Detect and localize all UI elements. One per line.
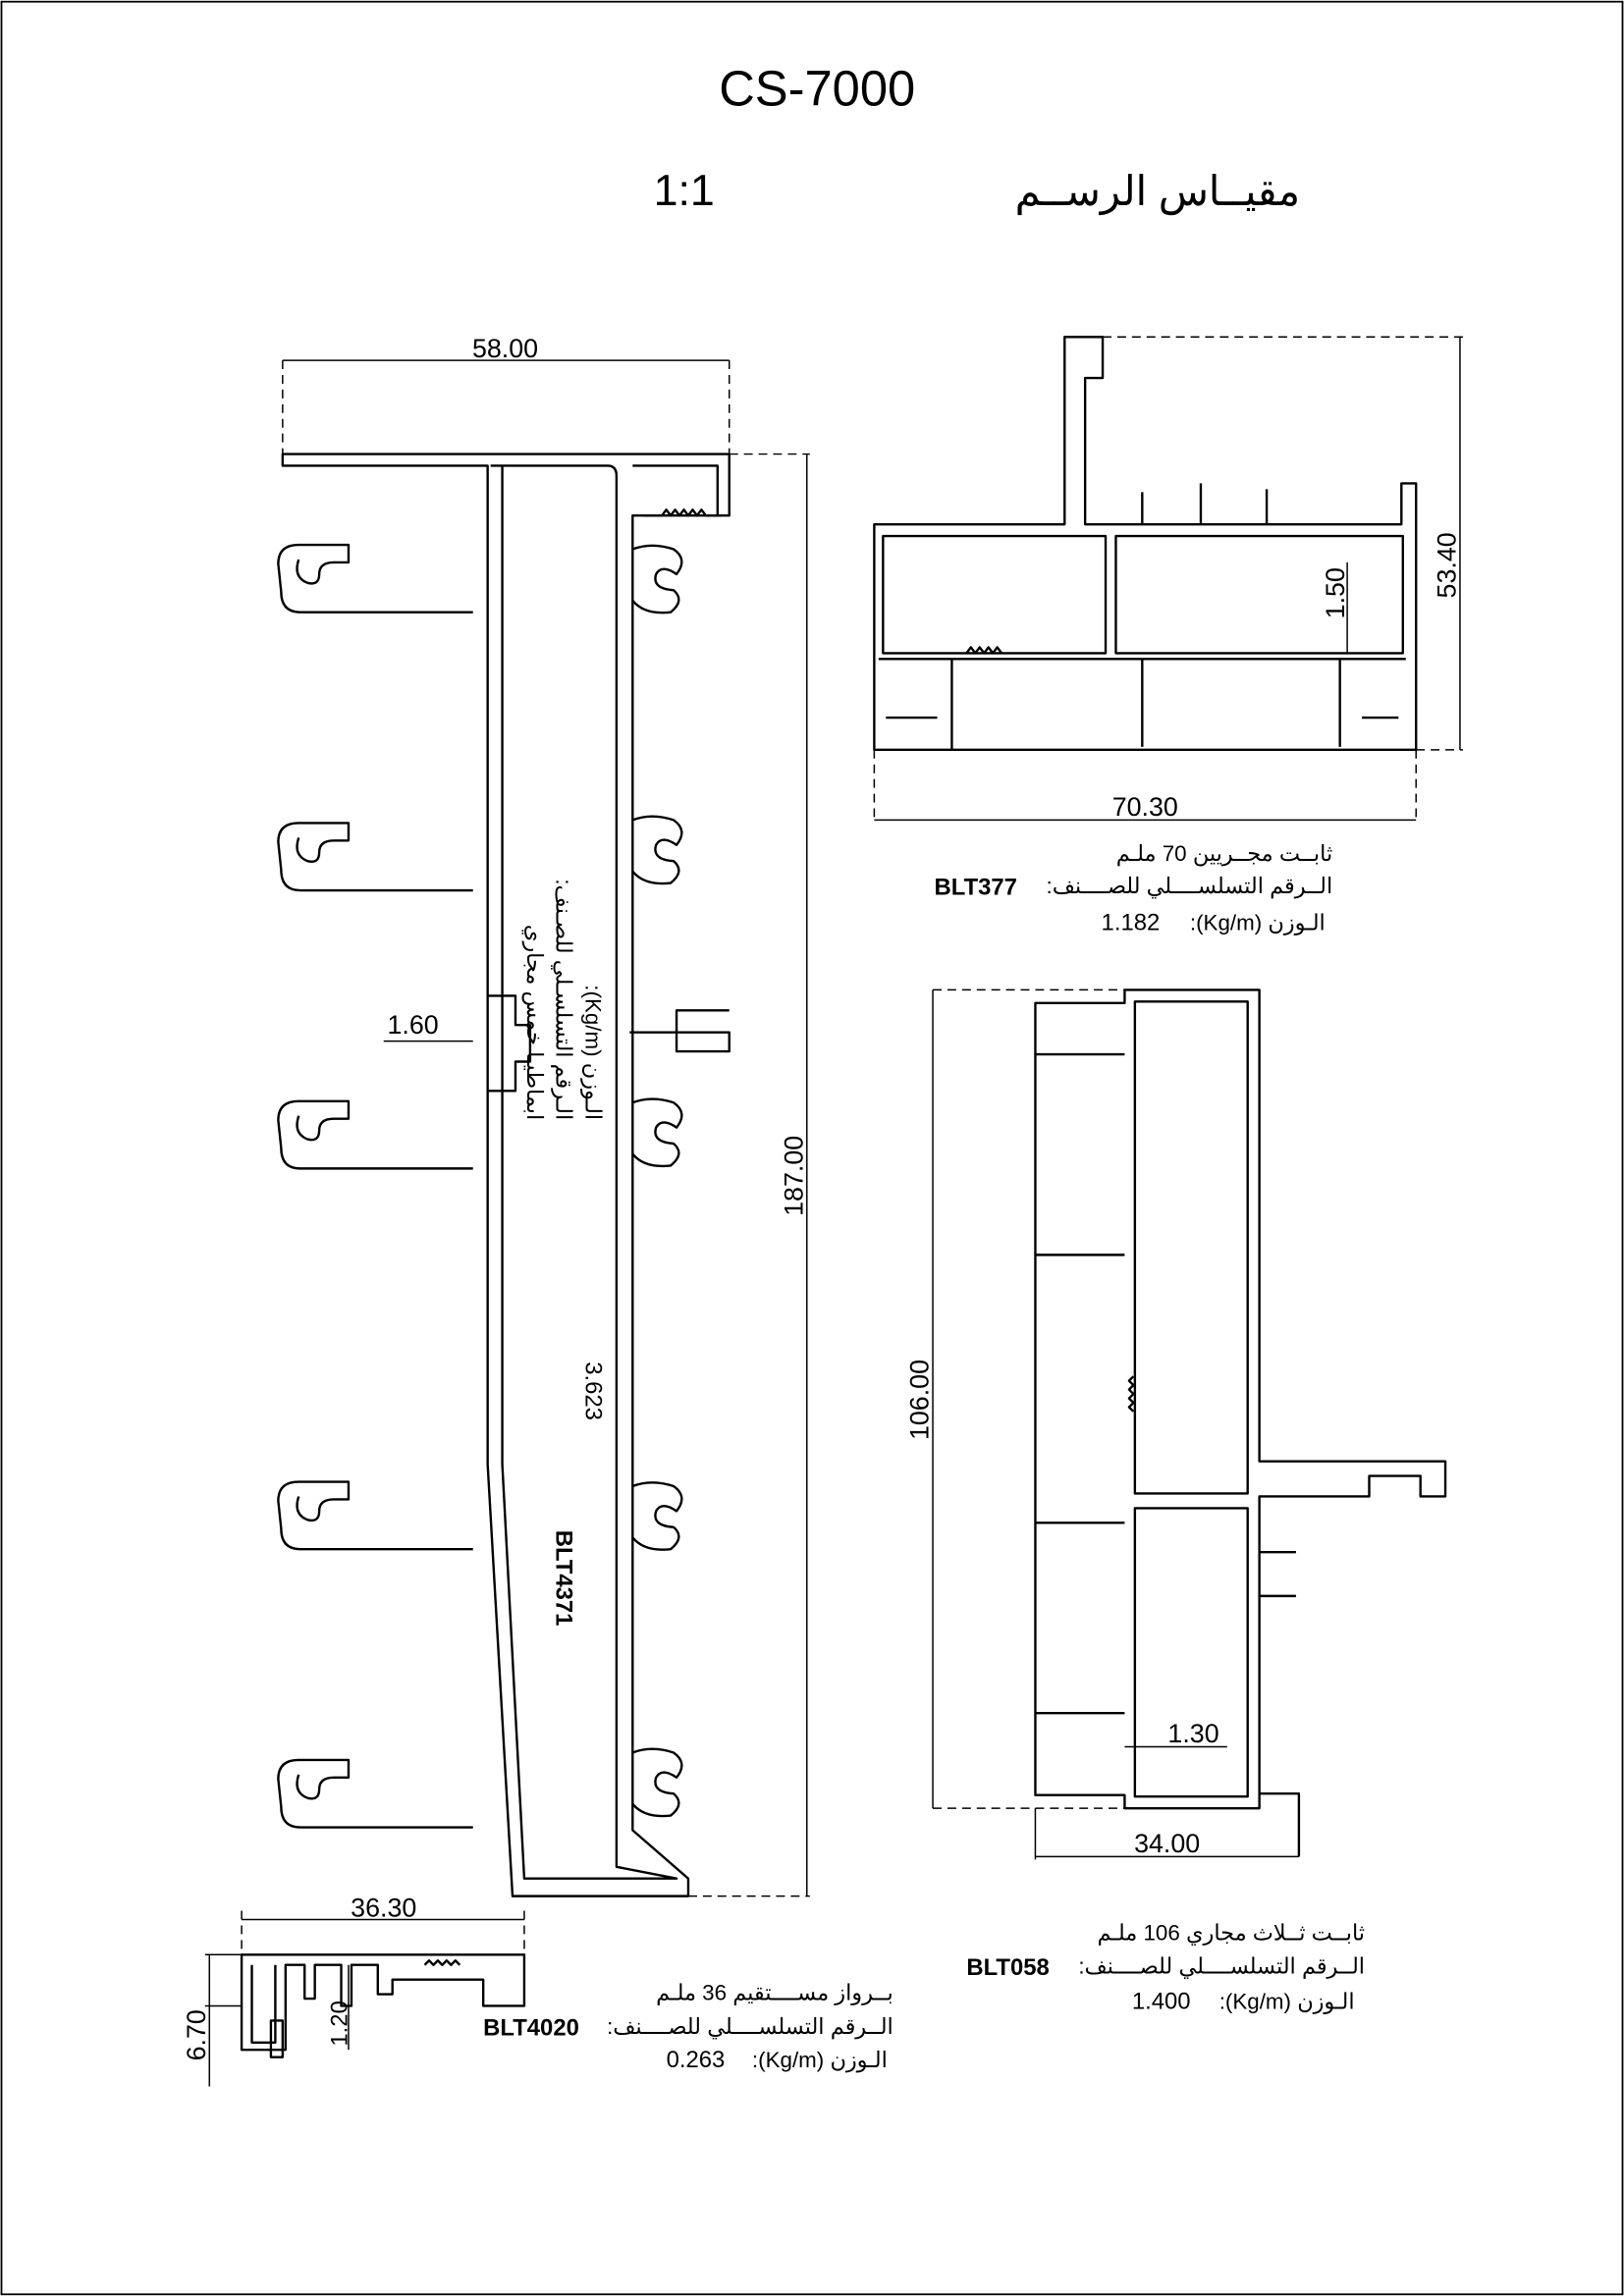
serial-label: الــرقم التسلســــلي للصــــنف: (1047, 874, 1333, 899)
serial-code: BLT377 (935, 874, 1017, 900)
dim-blt4020-height: 6.70 (182, 2009, 211, 2060)
dim-blt4371-width: 58.00 (472, 334, 538, 363)
dim-blt058-width: 34.00 (1134, 1829, 1200, 1858)
dim-blt377-width: 70.30 (1112, 792, 1178, 822)
label-blt058: ثابــت ثــلاث مجاري 106 ملـم الــرقم الت… (966, 1920, 1365, 2014)
label-blt377: ثابــت مجــريين 70 ملـم الــرقم التسلســ… (935, 841, 1333, 935)
weight-label: الـوزن (Kg/m): (580, 985, 606, 1120)
serial-label: الــرقم التسلســــلي للصــــنف: (1078, 1954, 1365, 1980)
dim-blt4371-height: 187.00 (779, 1136, 808, 1216)
weight-label: الـوزن (Kg/m): (1190, 910, 1326, 935)
label-blt4371: ابماطيـا خمس مجاري الـرقم التسلسـلي للصـ… (521, 879, 607, 1626)
dim-blt058-height: 106.00 (905, 1360, 935, 1440)
serial-code: BLT058 (966, 1954, 1049, 1981)
profile-blt4020 (240, 1953, 526, 2058)
serial-code: BLT4371 (551, 1530, 577, 1627)
weight-label: الـوزن (Kg/m): (1219, 1989, 1355, 2014)
weight-value: 1.182 (1102, 909, 1161, 935)
serial-label: الـرقم التسلسـلي للصـنف: (551, 879, 576, 1120)
profile-name: ثابــت ثــلاث مجاري 106 ملـم (1097, 1920, 1365, 1946)
dim-blt377-height: 53.40 (1432, 532, 1461, 598)
profile-blt377 (873, 336, 1418, 752)
label-blt4020: بــرواز مســــتقيم 36 ملـم الــرقم التسل… (483, 1981, 893, 2074)
scale-value: 1:1 (654, 166, 715, 215)
weight-value: 3.623 (580, 1362, 607, 1420)
scale-label: مقيــاس الرســم (1015, 168, 1300, 216)
weight-label: الـوزن (Kg/m): (752, 2048, 888, 2073)
drawing-title: CS-7000 (719, 61, 915, 117)
dim-blt4371-wall: 1.60 (387, 1010, 438, 1040)
profile-blt4371 (277, 453, 731, 1897)
dim-blt4020-width: 36.30 (351, 1894, 416, 1923)
serial-code: BLT4020 (483, 2014, 579, 2041)
profile-blt058 (1034, 988, 1447, 1857)
serial-label: الــرقم التسلســــلي للصــــنف: (607, 2014, 893, 2040)
weight-value: 0.263 (667, 2047, 726, 2073)
weight-value: 1.400 (1132, 1988, 1191, 2014)
profile-name: ثابــت مجــريين 70 ملـم (1116, 841, 1333, 867)
dim-blt4020-wall: 1.20 (326, 2001, 352, 2046)
dim-blt377-wall: 1.50 (1321, 567, 1350, 618)
profile-name: ابماطيـا خمس مجاري (521, 925, 547, 1120)
dim-blt058-wall: 1.30 (1167, 1719, 1218, 1748)
profile-name: بــرواز مســــتقيم 36 ملـم (656, 1981, 893, 2006)
